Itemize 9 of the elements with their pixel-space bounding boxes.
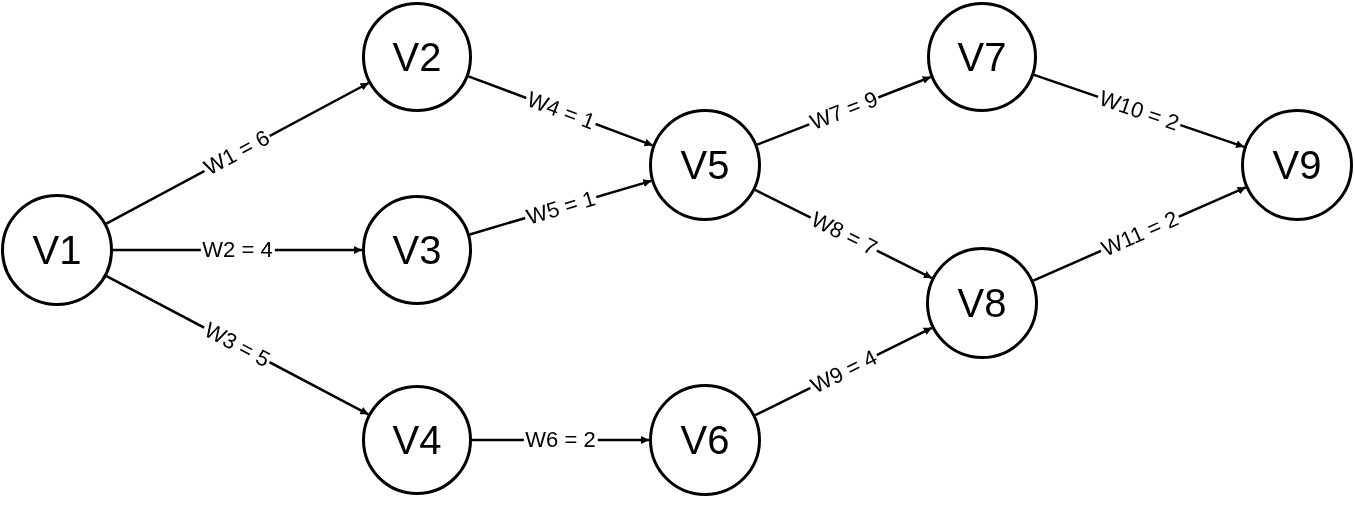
- vertex-label: V5: [680, 142, 730, 188]
- vertex-label: V6: [680, 417, 730, 463]
- vertex-label: V8: [957, 280, 1007, 326]
- vertex-label: V3: [392, 227, 442, 273]
- vertex-label: V9: [1272, 142, 1322, 188]
- vertex-label: V4: [392, 417, 442, 463]
- vertex-label: V7: [957, 34, 1007, 80]
- vertex-label: V2: [392, 34, 442, 80]
- vertex-label: V1: [32, 227, 82, 273]
